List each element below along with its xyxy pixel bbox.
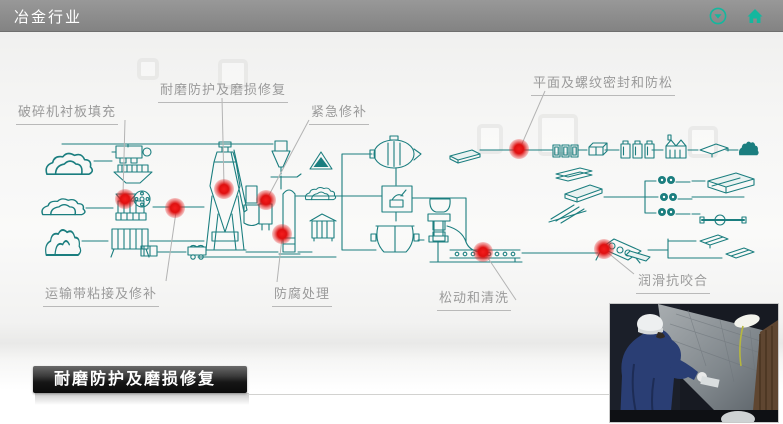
watermark-square bbox=[688, 126, 718, 158]
watermark-square bbox=[137, 58, 159, 80]
worker-coating-photo[interactable] bbox=[610, 304, 778, 422]
hotspot-wear-protection-repair[interactable] bbox=[214, 179, 234, 199]
current-topic-banner: 耐磨防护及磨损修复 bbox=[33, 366, 249, 405]
callout-anticorrosion-treatment[interactable]: 防腐处理 bbox=[272, 283, 333, 307]
hotspot-conveyor-belt-bonding[interactable] bbox=[165, 198, 185, 218]
hotspot-emergency-repair[interactable] bbox=[256, 190, 276, 210]
home-icon[interactable] bbox=[746, 7, 764, 25]
callout-wear-protection-repair[interactable]: 耐磨防护及磨损修复 bbox=[158, 79, 289, 103]
circle-chevron-icon[interactable] bbox=[709, 7, 727, 25]
hotspot-surface-thread-sealing[interactable] bbox=[509, 139, 529, 159]
callout-loosening-cleaning[interactable]: 松动和清洗 bbox=[437, 287, 512, 311]
hotspot-crusher-liner-filling[interactable] bbox=[115, 189, 135, 209]
callout-surface-thread-sealing[interactable]: 平面及螺纹密封和防松 bbox=[531, 72, 676, 96]
callout-crusher-liner-filling[interactable]: 破碎机衬板填充 bbox=[16, 101, 119, 125]
hotspot-loosening-cleaning[interactable] bbox=[473, 242, 493, 262]
watermark-square bbox=[218, 59, 248, 89]
hotspot-anticorrosion-treatment[interactable] bbox=[272, 224, 292, 244]
watermark-square bbox=[477, 124, 503, 154]
header-bar: 冶金行业 bbox=[0, 0, 783, 32]
hotspot-lubrication-antiseize[interactable] bbox=[594, 239, 614, 259]
callout-emergency-repair[interactable]: 紧急修补 bbox=[309, 101, 370, 125]
callout-lubrication-antiseize[interactable]: 润滑抗咬合 bbox=[636, 270, 711, 294]
callout-conveyor-belt-bonding[interactable]: 运输带粘接及修补 bbox=[43, 283, 160, 307]
banner-divider-line bbox=[247, 394, 610, 395]
page-title: 冶金行业 bbox=[14, 9, 83, 26]
